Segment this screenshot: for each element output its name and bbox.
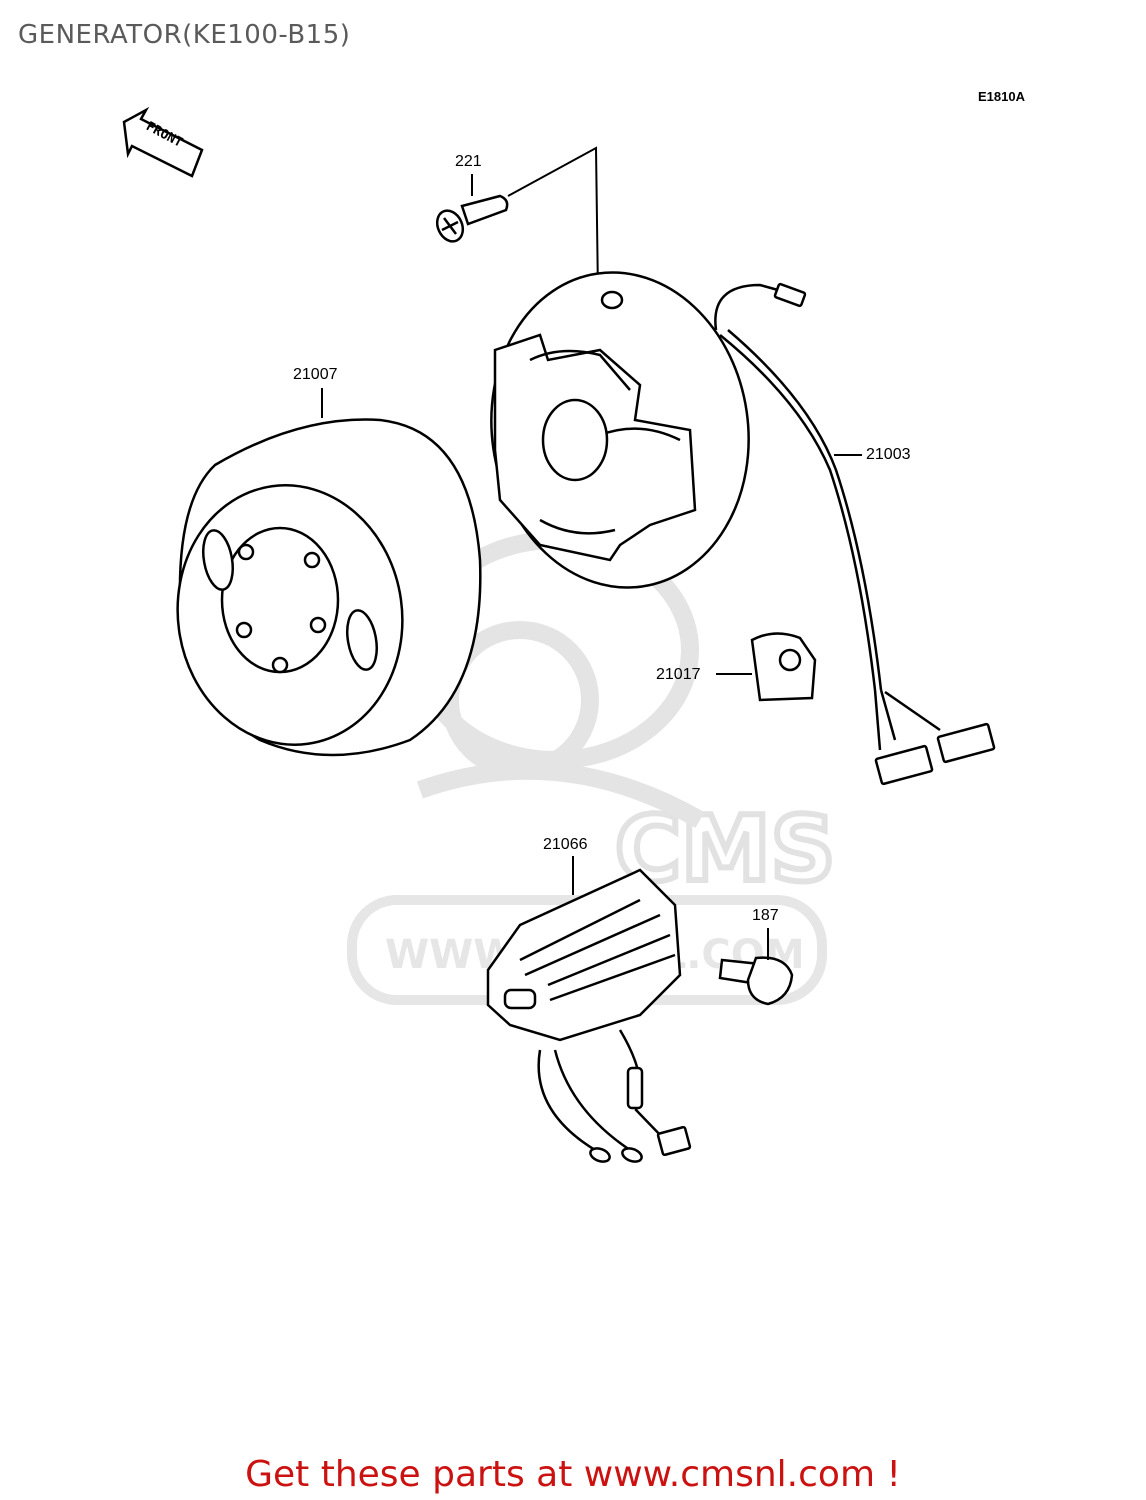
part-21007-flywheel xyxy=(176,418,482,757)
stator-connectors xyxy=(773,282,996,786)
part-label-221: 221 xyxy=(455,153,482,170)
diagram-code: E1810A xyxy=(978,89,1025,104)
cta-link[interactable]: Get these parts at www.cmsnl.com ! xyxy=(245,1454,901,1495)
stator-wire xyxy=(714,283,941,751)
page-title: GENERATOR(KE100-B15) xyxy=(18,20,351,50)
part-187-bolt xyxy=(718,956,794,1006)
regulator-connectors xyxy=(589,1066,692,1163)
regulator-wires xyxy=(537,1029,666,1152)
part-21017-grommet xyxy=(750,632,817,702)
part-label-21003: 21003 xyxy=(866,446,911,463)
leader-221 xyxy=(507,146,599,296)
part-label-21066: 21066 xyxy=(543,836,588,853)
part-label-187: 187 xyxy=(752,907,779,924)
part-label-21007: 21007 xyxy=(293,366,338,383)
front-arrow xyxy=(122,106,204,178)
part-21066-regulator xyxy=(486,868,682,1042)
part-label-21017: 21017 xyxy=(656,666,701,683)
part-221-screw xyxy=(435,194,509,243)
part-21003-stator xyxy=(490,271,750,589)
